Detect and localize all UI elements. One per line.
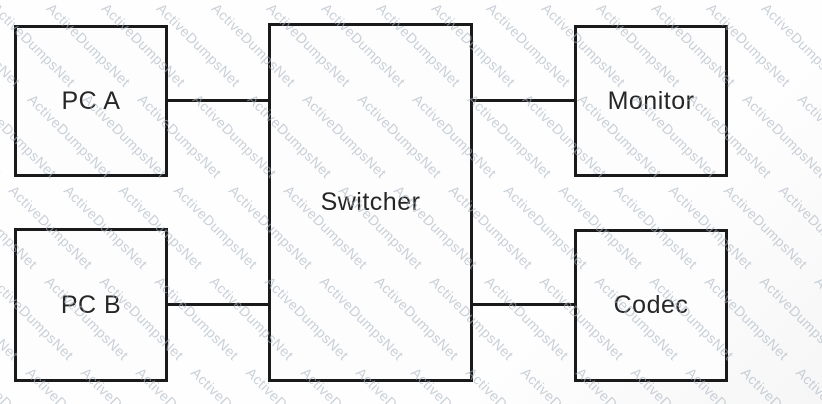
node-codec: Codec bbox=[574, 229, 728, 382]
node-switcher: Switcher bbox=[268, 23, 473, 382]
node-switcher-label: Switcher bbox=[320, 188, 421, 216]
connector-switcher-codec bbox=[471, 303, 576, 306]
node-pc-b: PC B bbox=[14, 228, 168, 382]
node-pc-b-label: PC B bbox=[60, 290, 122, 319]
connector-switcher-monitor bbox=[471, 99, 576, 102]
watermark-stripe: ActiveDumpsNet ActiveDumpsNet ActiveDump… bbox=[758, 0, 822, 404]
node-codec-label: Codec bbox=[613, 291, 689, 319]
node-pc-a: PC A bbox=[14, 25, 168, 177]
node-monitor-label: Monitor bbox=[607, 86, 695, 115]
node-pc-a-label: PC A bbox=[61, 86, 121, 115]
node-monitor: Monitor bbox=[574, 25, 728, 177]
connector-pca-switcher bbox=[166, 99, 270, 102]
connector-pcb-switcher bbox=[166, 303, 270, 306]
